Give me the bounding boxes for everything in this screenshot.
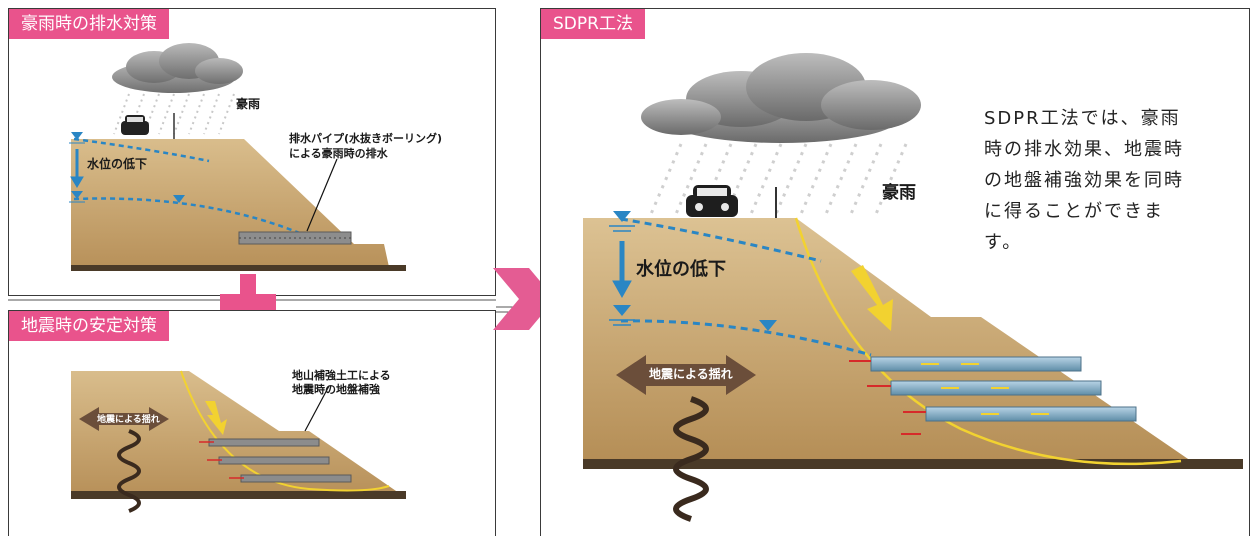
water-level-icon bbox=[69, 132, 185, 203]
panel-quake-title: 地震時の安定対策 bbox=[9, 311, 169, 341]
force-arrows bbox=[849, 360, 926, 435]
water-drop-arrow bbox=[612, 241, 632, 299]
rain-streaks bbox=[113, 93, 235, 135]
label-rain: 豪雨 bbox=[236, 97, 261, 111]
cloud-icon bbox=[641, 53, 921, 143]
label-reinforce-1: 地山補強土工による bbox=[292, 369, 391, 382]
water-level-icon bbox=[609, 211, 777, 331]
arrow-right-icon bbox=[493, 268, 555, 330]
drain-arrows bbox=[921, 363, 1049, 415]
sdpr-description: SDPR工法では、豪雨時の排水効果、地震時の地盤補強効果を同時に得ることができま… bbox=[984, 108, 1184, 253]
label-shaking-large: 地震による揺れ bbox=[649, 367, 733, 381]
panel-sdpr-title: SDPR工法 bbox=[541, 9, 645, 39]
slip-arrow bbox=[851, 265, 893, 331]
panel-rain-drainage: 豪雨時の排水対策 豪雨 排水パイプ(水抜きボーリング) による豪雨時の排水 水位… bbox=[8, 8, 496, 296]
rain-drainage-diagram bbox=[69, 43, 406, 271]
label-water-drop: 水位の低下 bbox=[87, 157, 148, 171]
cloud-icon bbox=[112, 43, 243, 93]
label-drain-1: 排水パイプ(水抜きボーリング) bbox=[289, 132, 443, 145]
water-drop-arrow bbox=[70, 149, 84, 188]
quake-stability-diagram bbox=[71, 370, 406, 513]
label-reinforce-2: 地震時の地盤補強 bbox=[292, 383, 380, 396]
shaking-icon bbox=[616, 355, 756, 522]
panel-quake-stability: 地震時の安定対策 地山補強土工による 地震時の地盤補強 地震による揺れ bbox=[8, 310, 496, 536]
shaking-icon bbox=[79, 407, 169, 513]
label-shaking-small: 地震による揺れ bbox=[97, 415, 160, 425]
force-arrows bbox=[199, 441, 244, 479]
sdpr-diagram bbox=[583, 53, 1243, 522]
car-icon bbox=[686, 185, 738, 217]
label-rain-large: 豪雨 bbox=[882, 183, 916, 203]
label-water-drop-large: 水位の低下 bbox=[636, 259, 726, 280]
label-drain-2: による豪雨時の排水 bbox=[289, 147, 388, 160]
car-icon bbox=[121, 115, 149, 135]
panel-rain-title: 豪雨時の排水対策 bbox=[9, 9, 169, 39]
slip-arrow bbox=[205, 401, 227, 435]
panel-sdpr: SDPR工法 豪雨 水位の低下 地震による揺れ SDPR工法では、豪雨時の排水効… bbox=[540, 8, 1250, 536]
